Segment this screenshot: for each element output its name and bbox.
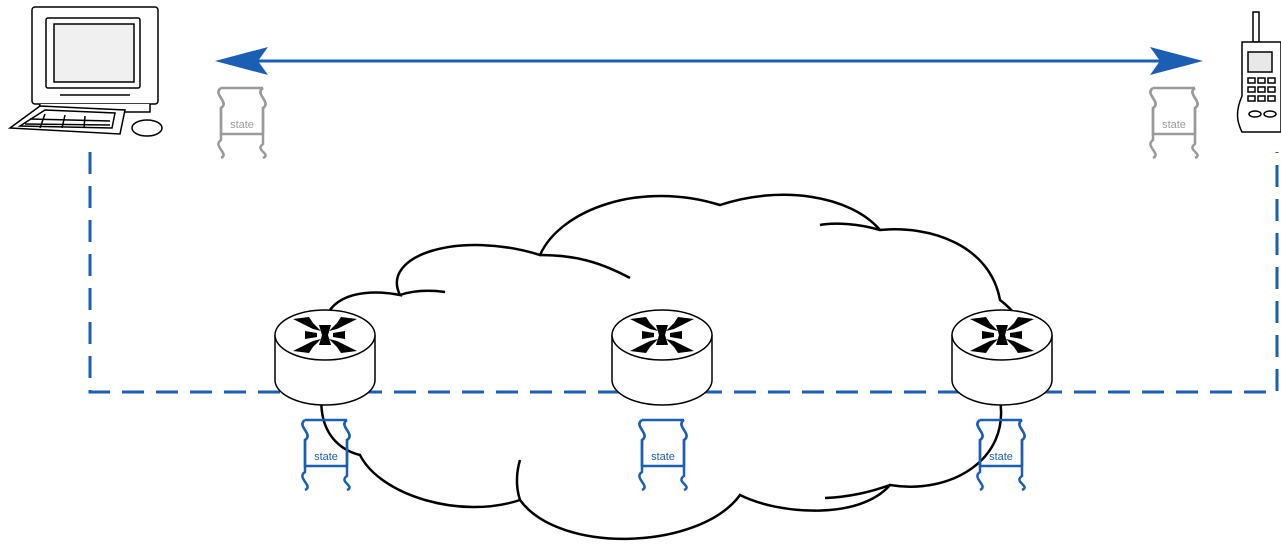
mobile-phone-icon xyxy=(1238,12,1281,132)
state-label-router-2: state xyxy=(651,451,675,463)
state-label-router-3: state xyxy=(989,451,1013,463)
router-icon xyxy=(612,310,712,405)
state-scroll-left: state xyxy=(218,88,265,158)
router-icon xyxy=(275,310,375,405)
state-label-left: state xyxy=(230,119,254,131)
state-label-right: state xyxy=(1162,119,1186,131)
router-3 xyxy=(952,310,1052,405)
state-scroll-right: state xyxy=(1150,88,1197,158)
router-2 xyxy=(612,310,712,405)
router-icon xyxy=(952,310,1052,405)
double-headed-arrow xyxy=(215,47,1203,75)
router-1 xyxy=(275,310,375,405)
state-label-router-1: state xyxy=(314,451,338,463)
desktop-computer-icon xyxy=(10,7,162,136)
